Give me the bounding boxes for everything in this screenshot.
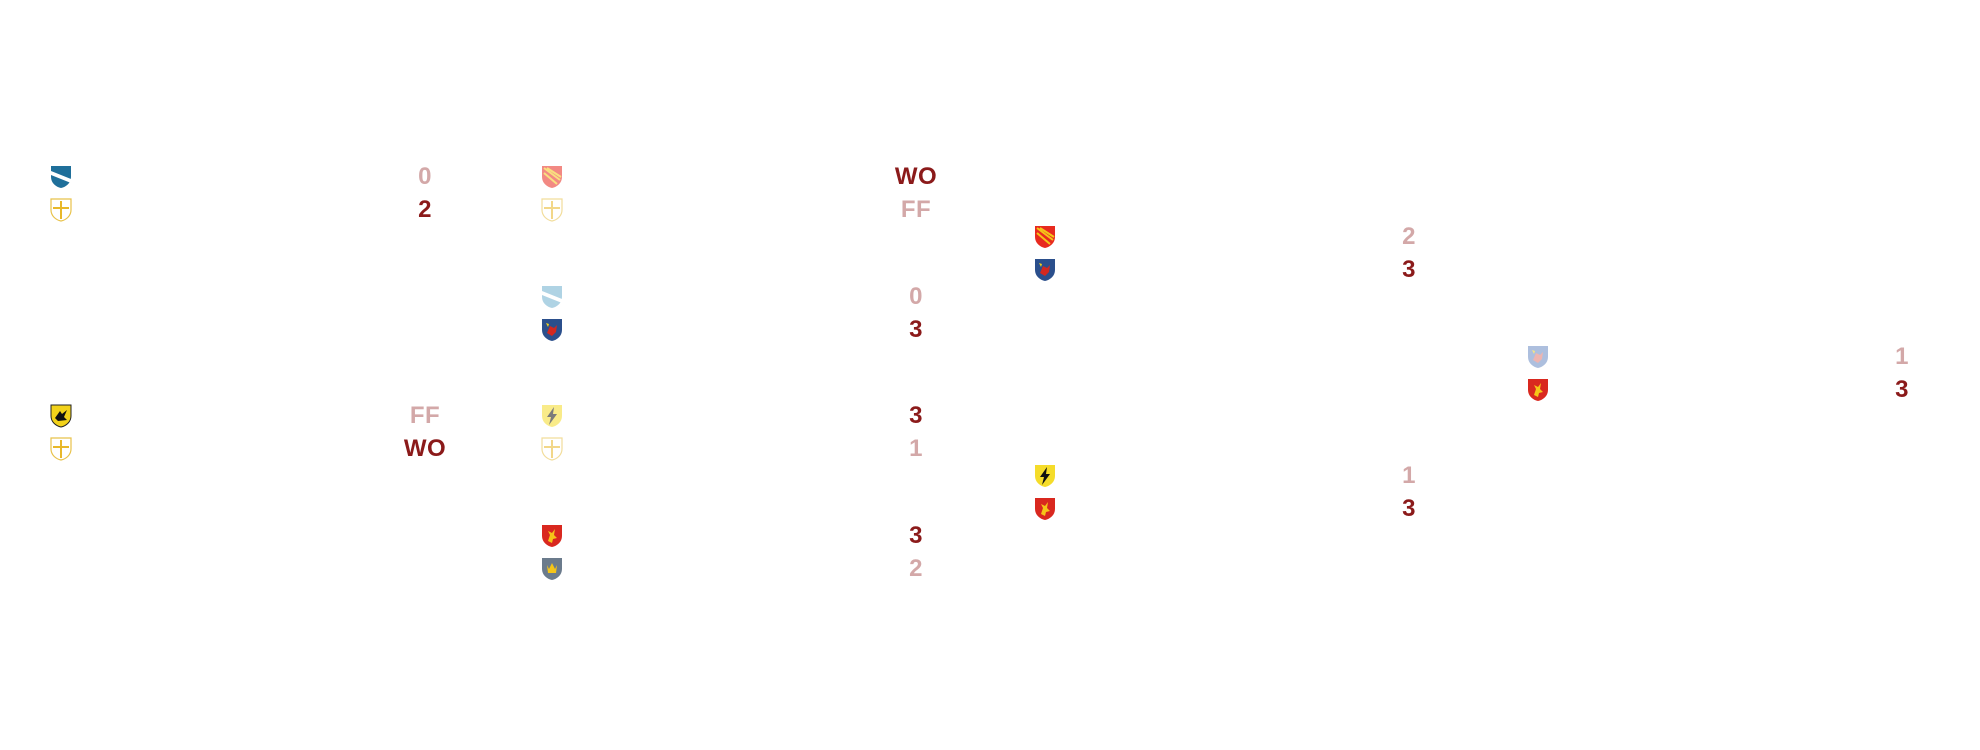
team-row[interactable]: WO: [541, 160, 971, 193]
gold-cross-crest-icon: [541, 198, 563, 222]
team-score: 2: [909, 555, 923, 582]
yellow-black-bird-crest-icon: [50, 404, 72, 428]
team-row[interactable]: 3: [541, 399, 971, 432]
team-score: 1: [909, 435, 923, 462]
team-row[interactable]: 3: [1034, 492, 1464, 525]
blue-red-animal-crest-icon: [1034, 258, 1056, 282]
team-row[interactable]: FF: [541, 193, 971, 226]
red-stripes-crest-icon: [1034, 225, 1056, 249]
team-score: 3: [1402, 495, 1416, 522]
blue-white-diagonal-crest-icon: [50, 165, 72, 189]
team-row[interactable]: 0: [50, 160, 480, 193]
team-score: 0: [418, 163, 432, 190]
match-r2-3[interactable]: 3 1: [541, 399, 971, 465]
match-final[interactable]: 1 3: [1527, 340, 1957, 406]
gold-cross-crest-icon: [541, 437, 563, 461]
team-score: 1: [1402, 462, 1416, 489]
team-row[interactable]: FF: [50, 399, 480, 432]
team-score: FF: [409, 402, 441, 429]
team-row[interactable]: 2: [1034, 220, 1464, 253]
team-row[interactable]: 3: [1527, 373, 1957, 406]
match-r2-1[interactable]: WO FF: [541, 160, 971, 226]
team-score: 3: [909, 316, 923, 343]
match-r1-1[interactable]: 0 2: [50, 160, 480, 226]
blue-red-animal-crest-icon: [541, 318, 563, 342]
team-score: 1: [1895, 343, 1909, 370]
team-row[interactable]: 0: [541, 280, 971, 313]
team-row[interactable]: 1: [1527, 340, 1957, 373]
match-r3-2[interactable]: 1 3: [1034, 459, 1464, 525]
team-score: WO: [403, 435, 447, 462]
team-row[interactable]: 1: [541, 432, 971, 465]
team-row[interactable]: 3: [541, 313, 971, 346]
team-row[interactable]: WO: [50, 432, 480, 465]
team-row[interactable]: 2: [541, 552, 971, 585]
blue-red-animal-crest-icon: [1527, 345, 1549, 369]
team-score: 0: [909, 283, 923, 310]
yellow-lightning-crest-icon: [541, 404, 563, 428]
team-score: 2: [1402, 223, 1416, 250]
gold-cross-crest-icon: [50, 198, 72, 222]
team-row[interactable]: 1: [1034, 459, 1464, 492]
team-score: 3: [909, 522, 923, 549]
red-lion-crest-icon: [1034, 497, 1056, 521]
team-score: FF: [900, 196, 932, 223]
red-lion-crest-icon: [1527, 378, 1549, 402]
team-score: 3: [1402, 256, 1416, 283]
gold-cross-crest-icon: [50, 437, 72, 461]
team-row[interactable]: 3: [1034, 253, 1464, 286]
match-r2-2[interactable]: 0 3: [541, 280, 971, 346]
team-score: 3: [909, 402, 923, 429]
blue-white-diagonal-crest-icon: [541, 285, 563, 309]
yellow-lightning-crest-icon: [1034, 464, 1056, 488]
team-score: WO: [894, 163, 938, 190]
match-r1-2[interactable]: FF WO: [50, 399, 480, 465]
team-score: 3: [1895, 376, 1909, 403]
grey-crown-crest-icon: [541, 557, 563, 581]
red-lion-crest-icon: [541, 524, 563, 548]
match-r2-4[interactable]: 3 2: [541, 519, 971, 585]
team-score: 2: [418, 196, 432, 223]
team-row[interactable]: 3: [541, 519, 971, 552]
match-r3-1[interactable]: 2 3: [1034, 220, 1464, 286]
team-row[interactable]: 2: [50, 193, 480, 226]
red-stripes-crest-icon: [541, 165, 563, 189]
